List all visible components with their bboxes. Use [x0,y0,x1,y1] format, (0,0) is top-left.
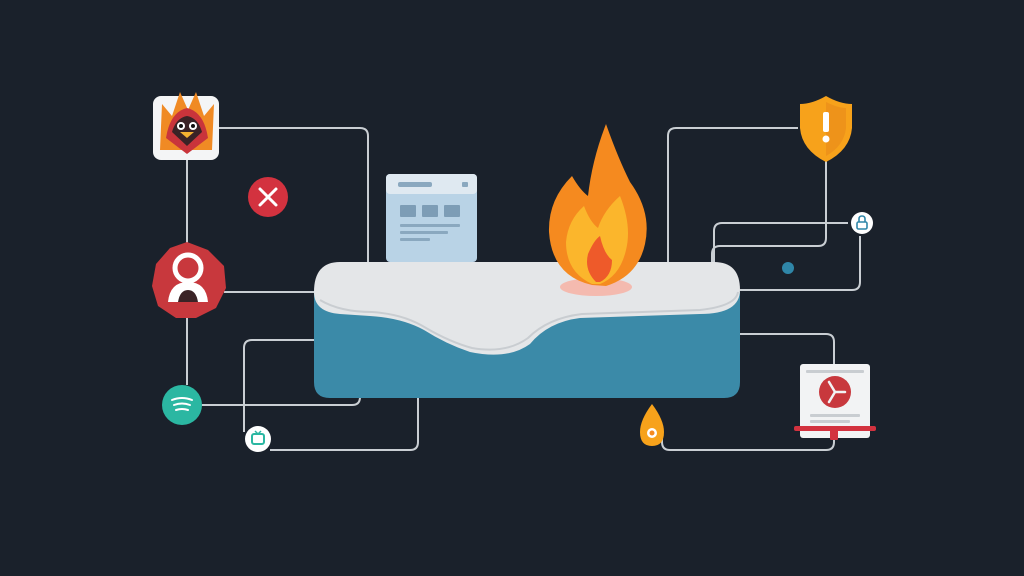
connector-lines [186,127,861,451]
connector-line [711,160,827,268]
central-platform [314,262,740,398]
tv-icon[interactable] [245,426,271,452]
flame-icon [548,124,647,286]
spotify-wave [175,408,189,411]
user-profile-icon[interactable] [152,242,226,318]
connector-line [740,236,861,291]
flame-core [587,236,612,282]
browser-window-control [462,182,468,187]
document-text-line [810,420,850,423]
spotify-icon[interactable] [162,385,202,425]
connector-line [713,222,848,268]
close-cross [258,187,278,207]
spotify-badge [162,385,202,425]
connector-line [740,333,835,364]
close-icon[interactable] [248,177,288,217]
lock-shackle [858,215,866,222]
connector-line [667,127,798,268]
browser-thumbnail [422,205,438,217]
browser-thumbnail [444,205,460,217]
document-text-line [810,414,860,417]
fox-bird-icon[interactable] [153,92,219,160]
document-emblem-mark [827,380,847,404]
fox-beak [180,132,194,138]
browser-window-icon [386,174,477,262]
shield-exclamation-bar [823,112,829,132]
document-icon[interactable] [794,364,876,440]
document-header-line [806,370,864,373]
droplet-core [649,430,655,436]
connector-line [216,127,369,268]
document-ribbon-tab [830,426,838,440]
fox-pupil [191,124,195,128]
browser-text-line [400,231,448,234]
shield-shade [826,102,846,156]
connector-line [661,430,835,451]
tv-antenna [254,430,262,436]
fox-pupil [179,124,183,128]
droplet-flame-icon[interactable] [640,404,664,446]
spotify-wave [171,397,193,401]
connector-line [243,339,318,432]
droplet-body [640,404,664,446]
lock-icon[interactable] [851,212,873,234]
browser-text-line [400,224,460,227]
spotify-wave [173,402,191,406]
profile-body-inner [178,290,198,302]
tv-badge [245,426,271,452]
platform-edge [319,291,739,351]
browser-thumbnail [400,205,416,217]
browser-address-bar [398,182,432,187]
platform-top [314,262,740,355]
shield-warning-icon[interactable] [800,96,852,162]
dot-icon [782,262,794,274]
profile-head [172,252,204,284]
lock-body [856,221,868,230]
browser-text-line [400,238,430,241]
shield-exclamation-dot [822,135,830,143]
connector-line [270,395,419,451]
